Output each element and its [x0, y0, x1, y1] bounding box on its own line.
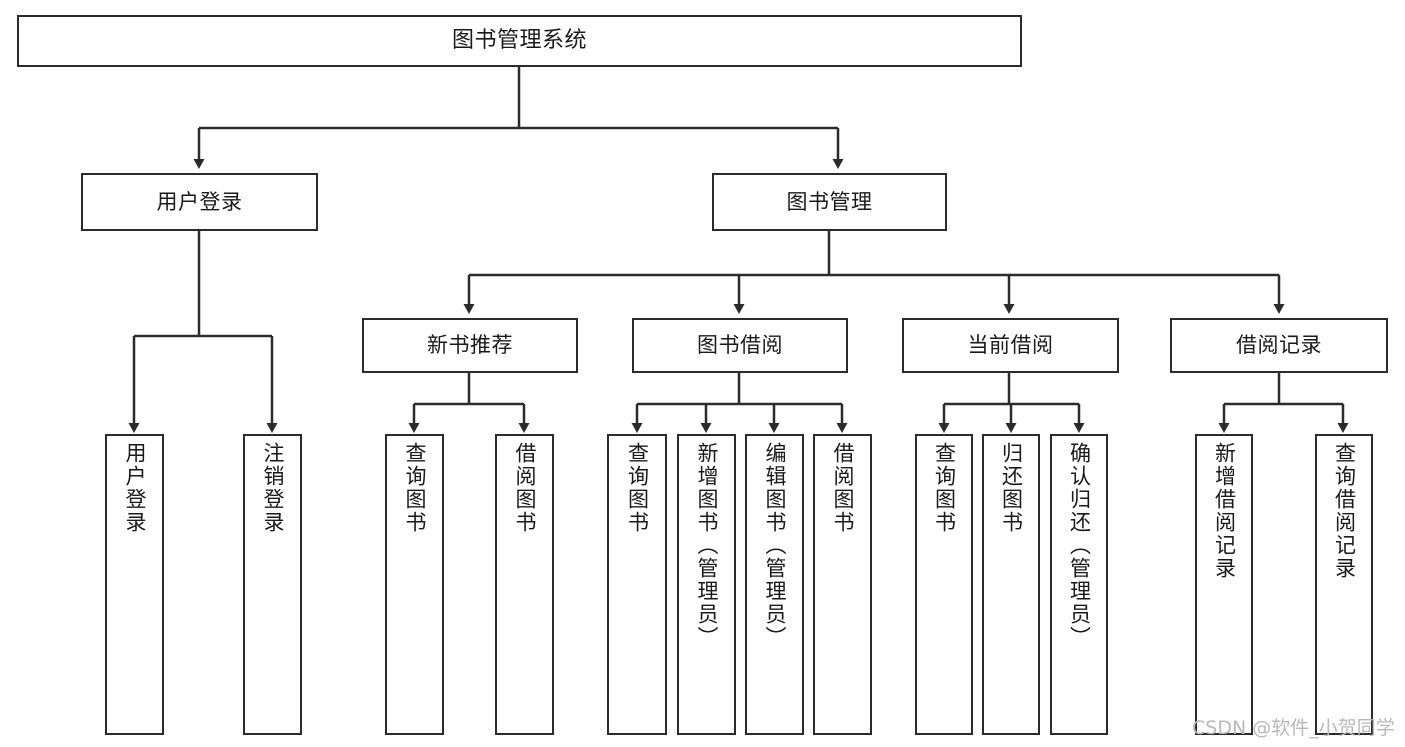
watermark-text: CSDN @软件_小贺同学: [1192, 717, 1395, 739]
node-new-book-recommend[interactable]: 新书推荐: [362, 318, 578, 373]
node-leaf-query-borrow-record[interactable]: 查询借阅记录: [1315, 434, 1373, 735]
node-book-manage[interactable]: 图书管理: [712, 173, 947, 231]
node-label: 确认归还（管理员）: [1067, 442, 1092, 649]
edge-currentborrow-to-leaves: [938, 373, 1085, 433]
node-leaf-return-book[interactable]: 归还图书: [982, 434, 1040, 735]
node-label: 查询图书: [932, 442, 957, 534]
node-book-borrow[interactable]: 图书借阅: [632, 318, 848, 373]
node-borrow-record[interactable]: 借阅记录: [1170, 318, 1388, 373]
node-user-login[interactable]: 用户登录: [81, 173, 318, 231]
node-label: 用户登录: [156, 189, 243, 214]
edge-bookmanage-to-level3: [463, 231, 1285, 314]
node-label: 借阅记录: [1236, 333, 1322, 358]
node-label: 归还图书: [999, 442, 1024, 534]
node-label: 注销登录: [261, 442, 285, 534]
node-leaf-borrow-book-1[interactable]: 借阅图书: [495, 434, 554, 735]
node-label: 图书管理: [786, 189, 873, 214]
node-leaf-user-login[interactable]: 用户登录: [105, 434, 164, 735]
node-leaf-logout[interactable]: 注销登录: [243, 434, 302, 735]
node-leaf-edit-book-admin[interactable]: 编辑图书（管理员）: [745, 434, 804, 735]
node-label: 新书推荐: [427, 333, 513, 358]
node-leaf-borrow-book-2[interactable]: 借阅图书: [813, 434, 872, 735]
node-label: 借阅图书: [513, 442, 537, 534]
node-label: 查询图书: [625, 442, 650, 534]
node-root-system[interactable]: 图书管理系统: [17, 15, 1022, 67]
edge-userlogin-to-leaves: [128, 231, 278, 433]
edge-borrowrecord-to-leaves: [1218, 373, 1349, 433]
node-leaf-add-borrow-record[interactable]: 新增借阅记录: [1195, 434, 1253, 735]
edge-newbookrec-to-leaves: [408, 373, 530, 433]
node-label: 新增借阅记录: [1212, 442, 1237, 580]
node-leaf-query-book-2[interactable]: 查询图书: [607, 434, 667, 735]
node-label: 当前借阅: [967, 333, 1054, 358]
node-label: 查询图书: [403, 442, 427, 534]
node-leaf-query-book-1[interactable]: 查询图书: [385, 434, 444, 735]
edge-root-to-level2: [193, 67, 844, 169]
node-label: 编辑图书（管理员）: [763, 442, 787, 649]
node-label: 图书借阅: [697, 333, 783, 358]
node-label: 查询借阅记录: [1332, 442, 1357, 580]
node-label: 图书管理系统: [451, 28, 587, 54]
node-label: 用户登录: [123, 442, 147, 534]
node-leaf-query-book-3[interactable]: 查询图书: [915, 434, 973, 735]
node-label: 新增图书（管理员）: [695, 442, 719, 649]
node-label: 借阅图书: [831, 442, 855, 534]
node-leaf-confirm-return-admin[interactable]: 确认归还（管理员）: [1050, 434, 1108, 735]
edge-bookborrow-to-leaves: [631, 373, 848, 433]
node-current-borrow[interactable]: 当前借阅: [902, 318, 1119, 373]
node-leaf-add-book-admin[interactable]: 新增图书（管理员）: [677, 434, 736, 735]
